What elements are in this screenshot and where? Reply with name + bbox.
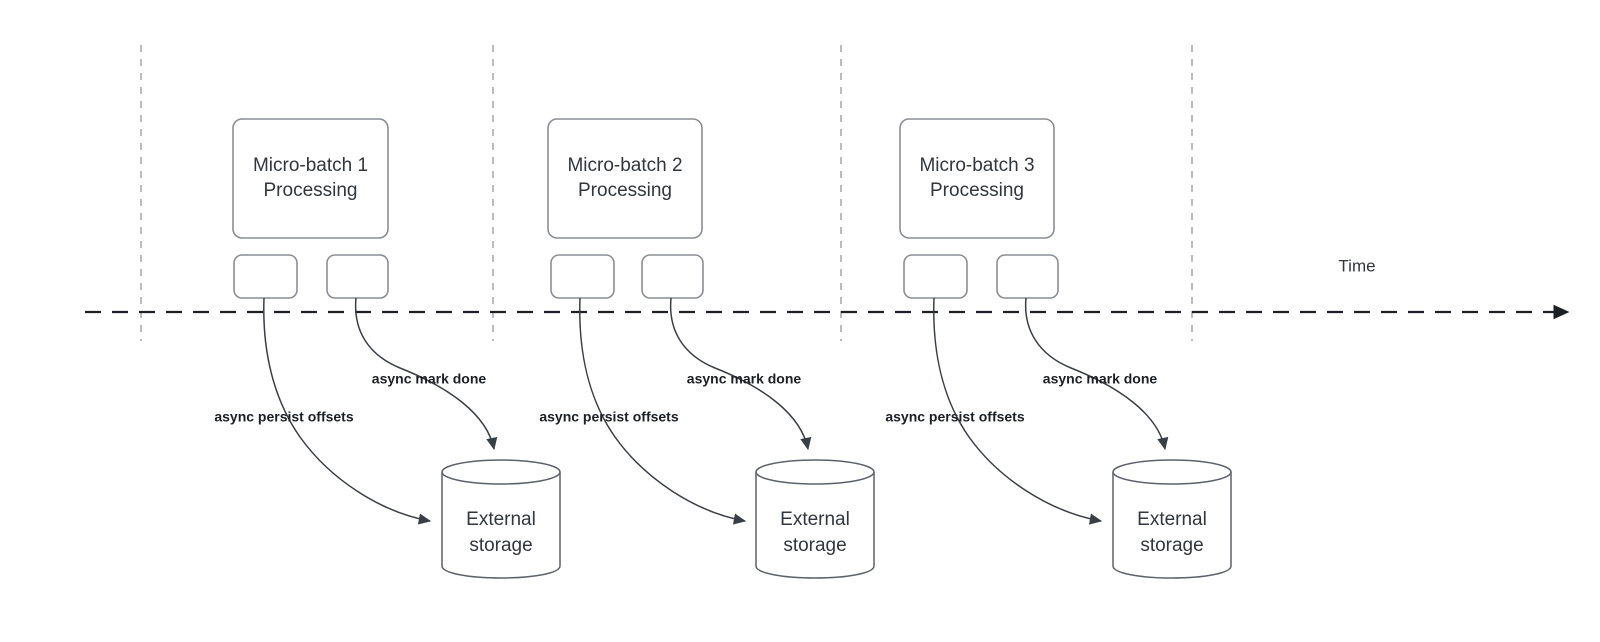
external-storage-2-top	[755, 459, 875, 485]
micro-batch-2-label-line1: Micro-batch 2	[567, 155, 682, 176]
mark-done-label-1: async mark done	[372, 371, 487, 387]
persist-task-2-box[interactable]	[550, 254, 615, 299]
persist-offsets-label-1: async persist offsets	[214, 409, 353, 425]
micro-batch-2-box[interactable]	[547, 118, 703, 239]
external-storage-2[interactable]: External storage	[755, 459, 875, 579]
micro-batch-3-label-line2: Processing	[930, 180, 1024, 201]
mark-done-edge-3	[1024, 297, 1169, 451]
persist-offsets-edge-3	[933, 297, 1103, 525]
external-storage-1-top	[441, 459, 561, 485]
persist-offsets-edge-2	[579, 297, 747, 525]
persist-offsets-label-3: async persist offsets	[885, 409, 1024, 425]
micro-batch-1-label-line2: Processing	[264, 180, 358, 201]
external-storage-1-body	[441, 472, 561, 579]
batch-group-2: Micro-batch 2 Processing async persist o…	[539, 118, 875, 579]
external-storage-3-top	[1112, 459, 1232, 485]
external-storage-2-label-line2: storage	[783, 535, 846, 556]
persist-offsets-label-2: async persist offsets	[539, 409, 678, 425]
micro-batch-1-label-line1: Micro-batch 1	[253, 155, 368, 176]
mark-task-2-box[interactable]	[641, 254, 704, 299]
persist-task-3-box[interactable]	[903, 254, 968, 299]
time-axis-label: Time	[1338, 256, 1375, 275]
mark-done-edge-2	[669, 297, 812, 451]
external-storage-1[interactable]: External storage	[441, 459, 561, 579]
mark-task-3-box[interactable]	[996, 254, 1059, 299]
micro-batch-3-label-line1: Micro-batch 3	[919, 155, 1034, 176]
external-storage-3[interactable]: External storage	[1112, 459, 1232, 579]
external-storage-2-label-line1: External	[780, 509, 850, 530]
external-storage-3-body	[1112, 472, 1232, 579]
external-storage-3-label-line2: storage	[1140, 535, 1203, 556]
micro-batch-1-box[interactable]	[232, 118, 389, 239]
persist-offsets-edge-1	[263, 297, 432, 525]
batch-group-3: Micro-batch 3 Processing async persist o…	[885, 118, 1232, 579]
time-axis: Time	[85, 256, 1570, 320]
micro-batch-3-box[interactable]	[899, 118, 1055, 239]
mark-task-1-box[interactable]	[326, 254, 389, 299]
batch-group-1: Micro-batch 1 Processing async persist o…	[214, 118, 561, 579]
external-storage-1-label-line1: External	[466, 509, 536, 530]
mark-done-label-3: async mark done	[1043, 371, 1158, 387]
micro-batch-2-label-line2: Processing	[578, 180, 672, 201]
persist-task-1-box[interactable]	[233, 254, 298, 299]
external-storage-1-label-line2: storage	[469, 535, 532, 556]
external-storage-3-label-line1: External	[1137, 509, 1207, 530]
mark-done-label-2: async mark done	[687, 371, 802, 387]
mark-done-edge-1	[354, 297, 498, 451]
external-storage-2-body	[755, 472, 875, 579]
